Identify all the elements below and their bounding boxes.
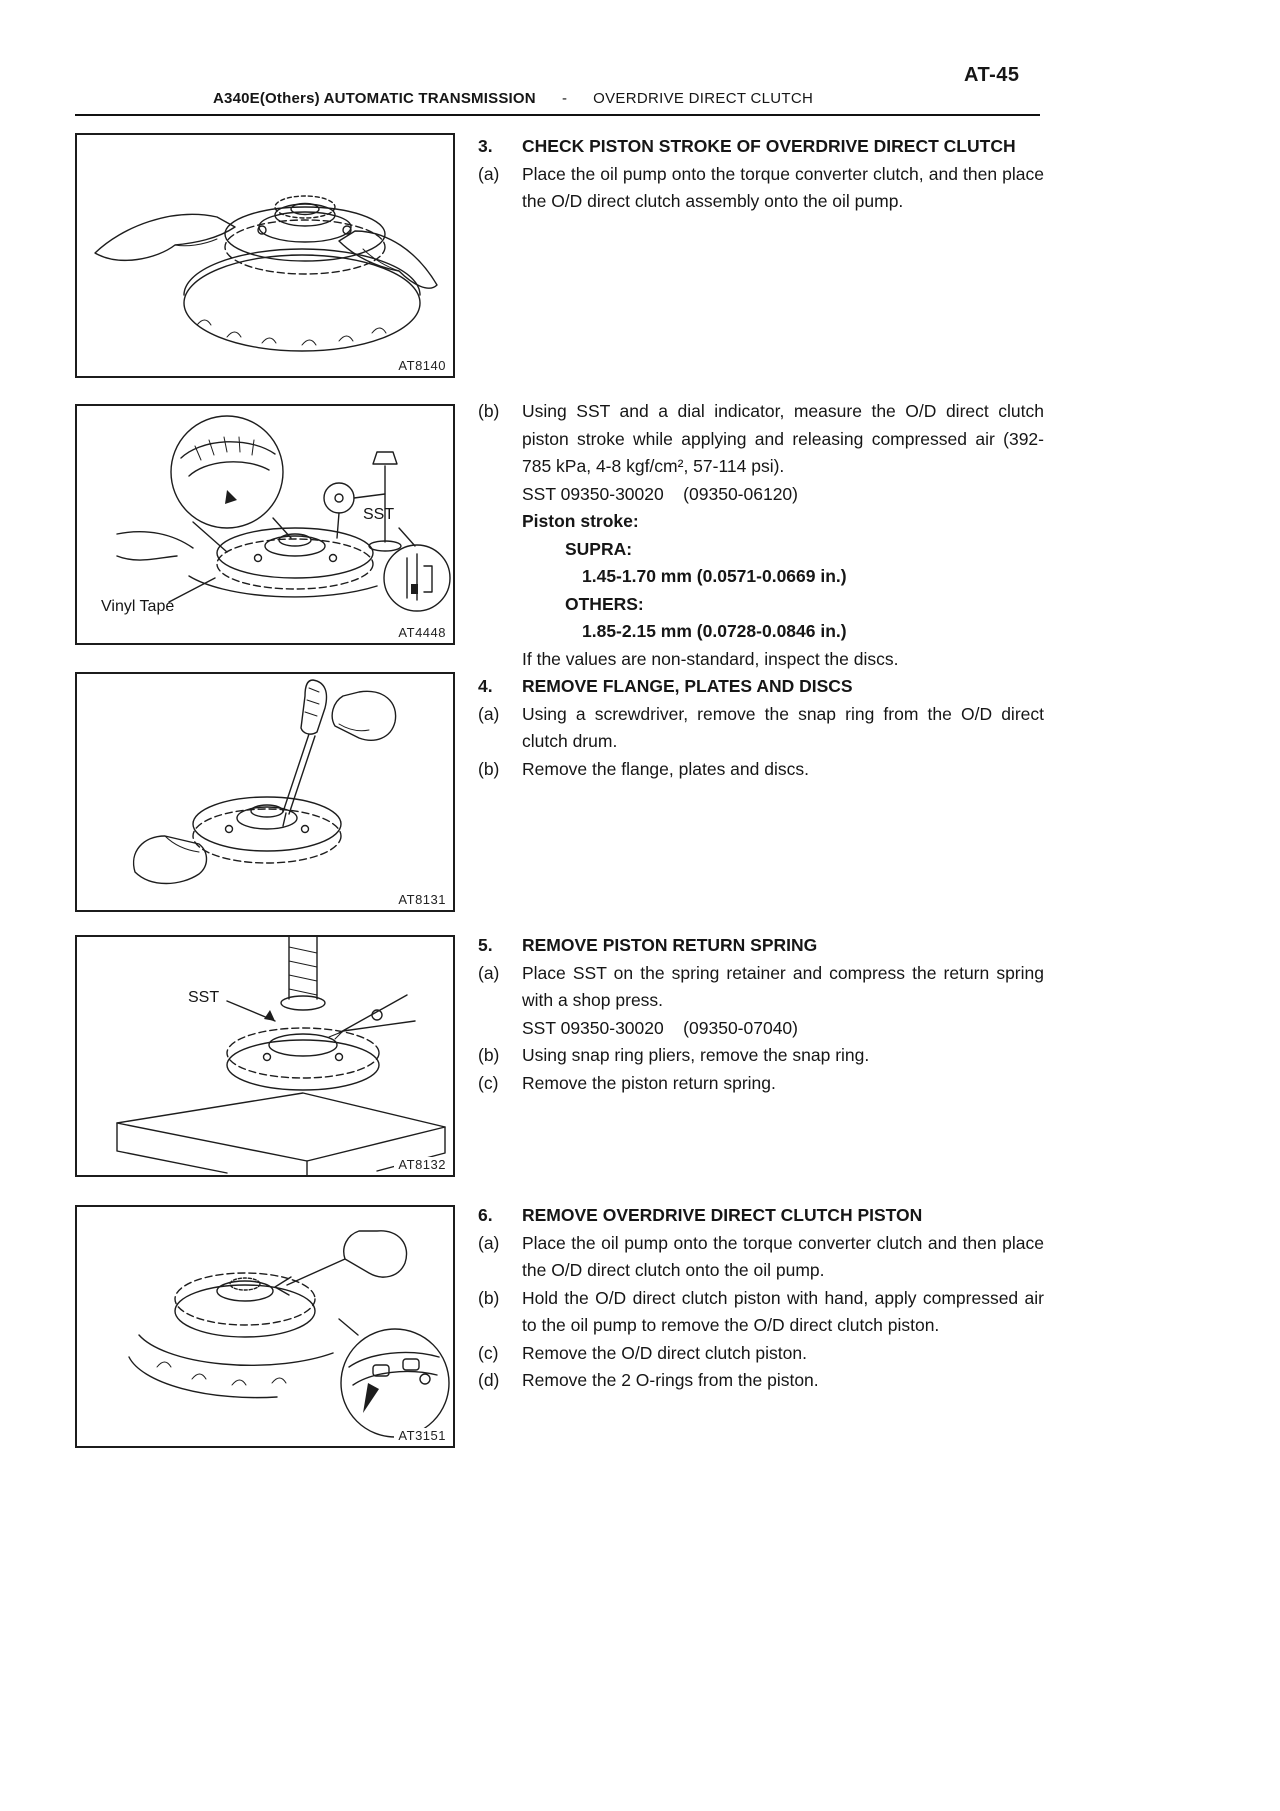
section-heading-3: 3. CHECK PISTON STROKE OF OVERDRIVE DIRE… xyxy=(478,133,1044,161)
step-5c: (c) Remove the piston return spring. xyxy=(478,1070,1044,1098)
instruction-block-3: 5. REMOVE PISTON RETURN SPRING (a) Place… xyxy=(478,932,1044,1097)
figure-code: AT4448 xyxy=(394,625,446,640)
figure-at4448: SST Vinyl Tape AT4448 xyxy=(75,404,455,645)
step-text: Hold the O/D direct clutch piston with h… xyxy=(522,1287,1044,1336)
step-label: (b) xyxy=(478,1045,500,1065)
step-3b: (b) Using SST and a dial indicator, meas… xyxy=(478,398,1044,481)
clutch-assembly-illustration xyxy=(77,135,453,376)
step-label: (a) xyxy=(478,1232,500,1253)
step-text: Place SST on the spring retainer and com… xyxy=(522,962,1044,1011)
step-label: (c) xyxy=(478,1342,499,1363)
step-label: (d) xyxy=(478,1370,500,1390)
step-text: Remove the 2 O-rings from the piston. xyxy=(522,1370,819,1390)
step-6b: (b) Hold the O/D direct clutch piston wi… xyxy=(478,1285,1044,1340)
figure-code: AT8132 xyxy=(394,1157,446,1172)
step-text: Using SST and a dial indicator, measure … xyxy=(522,401,1044,476)
figure-at8131: AT8131 xyxy=(75,672,455,912)
dial-indicator-illustration xyxy=(77,406,453,643)
section-title: REMOVE PISTON RETURN SPRING xyxy=(522,935,818,955)
instruction-block-4: 6. REMOVE OVERDRIVE DIRECT CLUTCH PISTON… xyxy=(478,1202,1044,1395)
step-text: Remove the O/D direct clutch piston. xyxy=(522,1342,807,1363)
instruction-block-1: 3. CHECK PISTON STROKE OF OVERDRIVE DIRE… xyxy=(478,133,1044,216)
sst-reference: SST 09350-30020 (09350-06120) xyxy=(522,483,798,504)
section-title: CHECK PISTON STROKE OF OVERDRIVE DIRECT … xyxy=(522,136,1016,156)
section-number: 6. xyxy=(478,1205,493,1225)
figure-code: AT3151 xyxy=(394,1428,446,1443)
inspection-note: If the values are non-standard, inspect … xyxy=(522,648,899,669)
section-heading-6: 6. REMOVE OVERDRIVE DIRECT CLUTCH PISTON xyxy=(478,1202,1044,1230)
spec-value-others: 1.85-2.15 mm (0.0728-0.0846 in.) xyxy=(582,621,847,641)
step-text: Using snap ring pliers, remove the snap … xyxy=(522,1045,870,1065)
section-number: 5. xyxy=(478,935,493,955)
step-label: (a) xyxy=(478,962,500,983)
figure-at3151: AT3151 xyxy=(75,1205,455,1448)
figure-at8140: AT8140 xyxy=(75,133,455,378)
step-label: (b) xyxy=(478,1287,500,1308)
step-label: (a) xyxy=(478,703,500,724)
step-text: Remove the piston return spring. xyxy=(522,1072,776,1093)
step-text: Place the oil pump onto the torque conve… xyxy=(522,163,1044,212)
instruction-block-2: (b) Using SST and a dial indicator, meas… xyxy=(478,398,1044,783)
step-label: (a) xyxy=(478,163,500,184)
step-label xyxy=(478,1015,522,1043)
section-number: 3. xyxy=(478,136,493,156)
step-label: (c) xyxy=(478,1072,499,1093)
step-6c: (c) Remove the O/D direct clutch piston. xyxy=(478,1340,1044,1368)
figure-code: AT8131 xyxy=(394,892,446,907)
step-text: Using a screwdriver, remove the snap rin… xyxy=(522,703,1044,752)
shop-press-illustration xyxy=(77,937,453,1175)
section-number: 4. xyxy=(478,676,493,696)
figure-at8132: SST AT8132 xyxy=(75,935,455,1177)
step-4a: (a) Using a screwdriver, remove the snap… xyxy=(478,701,1044,756)
section-title: REMOVE FLANGE, PLATES AND DISCS xyxy=(522,676,853,696)
step-6d: (d) Remove the 2 O-rings from the piston… xyxy=(478,1367,1044,1395)
section-heading-4: 4. REMOVE FLANGE, PLATES AND DISCS xyxy=(478,673,1044,701)
step-label: (b) xyxy=(478,401,500,421)
spec-value-supra: 1.45-1.70 mm (0.0571-0.0669 in.) xyxy=(582,566,847,586)
figure-label-vinyl-tape: Vinyl Tape xyxy=(101,598,175,615)
spec-name-supra: SUPRA: xyxy=(565,538,633,559)
step-4b: (b) Remove the flange, plates and discs. xyxy=(478,756,1044,784)
figure-label-sst: SST xyxy=(188,989,220,1006)
spec-heading: Piston stroke: xyxy=(522,511,639,531)
page-number: AT-45 xyxy=(964,64,1020,86)
header-separator: - xyxy=(561,90,567,107)
header-subsection-title: OVERDRIVE DIRECT CLUTCH xyxy=(593,90,814,107)
spec-name-others: OTHERS: xyxy=(565,593,644,614)
screwdriver-snap-ring-illustration xyxy=(77,674,453,910)
step-text: Place the oil pump onto the torque conve… xyxy=(522,1232,1044,1281)
step-label: (b) xyxy=(478,758,500,779)
step-6a: (a) Place the oil pump onto the torque c… xyxy=(478,1230,1044,1285)
piston-removal-illustration xyxy=(77,1207,453,1446)
step-5a: (a) Place SST on the spring retainer and… xyxy=(478,960,1044,1015)
sst-reference: SST 09350-30020 (09350-07040) xyxy=(522,1017,798,1038)
section-title: REMOVE OVERDRIVE DIRECT CLUTCH PISTON xyxy=(522,1205,923,1225)
header-section-title: A340E(Others) AUTOMATIC TRANSMISSION xyxy=(213,90,536,107)
step-3a: (a) Place the oil pump onto the torque c… xyxy=(478,161,1044,216)
page-header: A340E(Others) AUTOMATIC TRANSMISSION - O… xyxy=(75,90,1040,116)
section-heading-5: 5. REMOVE PISTON RETURN SPRING xyxy=(478,932,1044,960)
step-text: Remove the flange, plates and discs. xyxy=(522,758,809,779)
step-5-sst: SST 09350-30020 (09350-07040) xyxy=(478,1015,1044,1043)
figure-label-sst: SST xyxy=(363,506,395,523)
step-5b: (b) Using snap ring pliers, remove the s… xyxy=(478,1042,1044,1070)
figure-code: AT8140 xyxy=(394,358,446,373)
